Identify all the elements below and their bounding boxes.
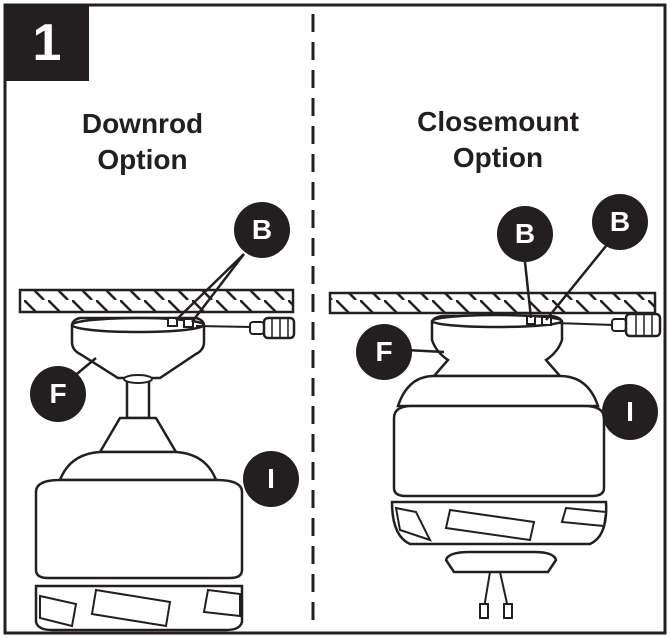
step-number: 1 [32, 14, 62, 72]
canopy-screw-left [167, 317, 178, 327]
leader-b-right-1 [523, 261, 533, 319]
callout-i-right: I [602, 384, 658, 440]
closemount-title-line1: Closemount [417, 106, 579, 137]
callout-b-right-2: B [592, 194, 648, 250]
motor-housing-right [392, 404, 606, 498]
callout-b-right-1: B [497, 206, 553, 262]
step-number-badge: 1 [5, 5, 89, 81]
downrod-title-line1: Downrod [81, 108, 204, 139]
callout-f-left: F [30, 366, 86, 422]
canopy-right [430, 314, 564, 378]
motor-housing-left [34, 478, 244, 580]
callout-f-right: F [356, 324, 412, 380]
outer-border [3, 3, 667, 635]
canopy-screw-right [183, 318, 194, 328]
screwdriver-right [555, 312, 662, 338]
canopy-screw-right-b [541, 316, 552, 326]
downrod-illustration [18, 253, 296, 632]
light-kit-plate [444, 550, 558, 574]
screwdriver-left [195, 316, 296, 340]
leader-b-left-2 [191, 253, 245, 323]
closemount-title-line2: Option [452, 142, 544, 173]
closemount-illustration [328, 245, 662, 619]
callout-b-left: B [234, 202, 290, 258]
downrod-title-line2: Option [97, 144, 188, 175]
ceiling-right [328, 291, 657, 315]
leader-b-right-2 [545, 245, 607, 321]
downrod-title: Downrod Option [20, 106, 265, 178]
leader-f-right [405, 348, 445, 354]
closemount-title: Closemount Option [370, 104, 626, 176]
leader-b-left-1 [175, 253, 245, 321]
ceiling-left [18, 288, 295, 314]
callout-i-left: I [243, 451, 299, 507]
canopy-left [70, 316, 206, 380]
